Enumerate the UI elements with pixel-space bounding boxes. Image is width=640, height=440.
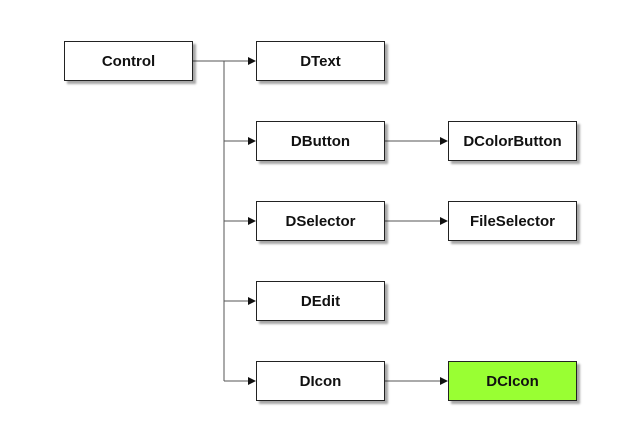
- node-control: Control: [64, 41, 193, 81]
- node-dedit: DEdit: [256, 281, 385, 321]
- node-fileselector-label: FileSelector: [469, 212, 556, 230]
- node-dselector: DSelector: [256, 201, 385, 241]
- node-dtext: DText: [256, 41, 385, 81]
- node-fileselector: FileSelector: [448, 201, 577, 241]
- node-dtext-label: DText: [300, 52, 341, 70]
- node-dcolorbutton: DColorButton: [448, 121, 577, 161]
- node-dicon: DIcon: [256, 361, 385, 401]
- node-dbutton: DButton: [256, 121, 385, 161]
- node-dcicon: DCIcon: [448, 361, 577, 401]
- node-dcicon-label: DCIcon: [486, 372, 539, 390]
- node-dselector-label: DSelector: [285, 212, 356, 230]
- node-control-label: Control: [101, 52, 156, 70]
- node-dcolorbutton-label: DColorButton: [463, 132, 562, 150]
- node-dedit-label: DEdit: [300, 292, 341, 310]
- node-dbutton-label: DButton: [290, 132, 351, 150]
- node-dicon-label: DIcon: [299, 372, 342, 390]
